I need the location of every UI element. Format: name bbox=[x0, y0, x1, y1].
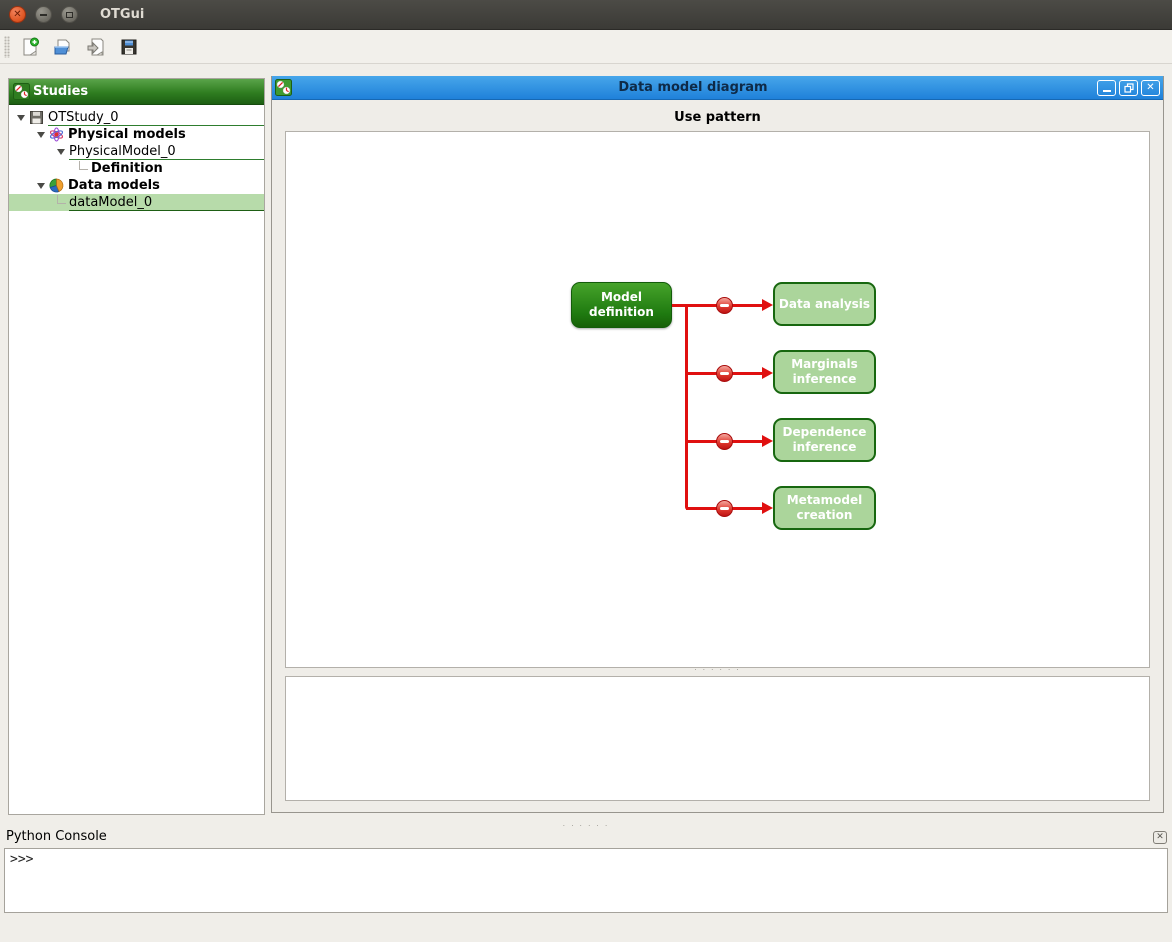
mdi-minimize-button[interactable] bbox=[1097, 79, 1116, 96]
connector-arrowhead-icon bbox=[762, 367, 773, 379]
mdi-splitter-handle[interactable]: · · · · · · bbox=[694, 666, 741, 674]
use-pattern-heading: Use pattern bbox=[674, 110, 761, 125]
save-study-button[interactable] bbox=[115, 34, 143, 60]
connector-trunk-line bbox=[685, 304, 688, 510]
connector-arrowhead-icon bbox=[762, 299, 773, 311]
no-entry-icon[interactable] bbox=[716, 296, 733, 314]
atom-icon bbox=[49, 127, 64, 142]
tree-item-label: Definition bbox=[91, 161, 163, 176]
tree-branch-line bbox=[79, 161, 88, 170]
console-prompt: >>> bbox=[10, 852, 34, 867]
tree-item-datamodel[interactable]: dataModel_0 bbox=[9, 194, 264, 211]
save-icon bbox=[121, 39, 137, 54]
maximize-window-button[interactable] bbox=[61, 6, 78, 23]
expand-arrow-icon[interactable] bbox=[37, 131, 45, 138]
open-study-button[interactable] bbox=[49, 34, 77, 60]
diagram-node-data-analysis[interactable]: Data analysis bbox=[773, 282, 876, 326]
no-entry-icon[interactable] bbox=[716, 364, 733, 382]
expand-arrow-icon[interactable] bbox=[17, 114, 25, 121]
pie-chart-icon bbox=[49, 178, 64, 193]
studies-panel-header: Studies bbox=[9, 79, 264, 105]
diagram-node-marginals-inference[interactable]: Marginals inference bbox=[773, 350, 876, 394]
diagram-canvas: Model definition Data analysis Marginals… bbox=[285, 131, 1150, 668]
mdi-close-button[interactable]: ✕ bbox=[1141, 79, 1160, 96]
connector-arrowhead-icon bbox=[762, 435, 773, 447]
studies-panel: Studies OTStudy_0 Physical models P bbox=[8, 78, 265, 815]
expand-arrow-icon[interactable] bbox=[57, 148, 65, 155]
connector-arrowhead-icon bbox=[762, 502, 773, 514]
tree-item-label: Data models bbox=[68, 178, 160, 193]
import-python-script-button[interactable] bbox=[82, 34, 110, 60]
close-icon: ✕ bbox=[1146, 81, 1155, 93]
minimize-window-button[interactable] bbox=[35, 6, 52, 23]
document-import-icon bbox=[87, 38, 104, 55]
description-panel bbox=[285, 676, 1150, 801]
python-console-close-button[interactable]: ✕ bbox=[1153, 831, 1167, 844]
floppy-icon bbox=[30, 111, 43, 124]
diagram-node-metamodel-creation[interactable]: Metamodel creation bbox=[773, 486, 876, 530]
close-window-button[interactable]: ✕ bbox=[9, 6, 26, 23]
diagram-node-model-definition[interactable]: Model definition bbox=[571, 282, 672, 328]
tree-item-physicalmodel[interactable]: PhysicalModel_0 bbox=[9, 143, 264, 160]
tree-branch-line bbox=[57, 195, 66, 204]
tree-item-label: OTStudy_0 bbox=[48, 109, 119, 125]
tree-item-definition[interactable]: Definition bbox=[9, 160, 264, 177]
tree-item-label: dataModel_0 bbox=[69, 194, 153, 210]
data-model-diagram-window: Data model diagram ✕ Use pattern Model d… bbox=[271, 76, 1164, 813]
minimize-icon bbox=[40, 13, 47, 16]
tree-item-label: PhysicalModel_0 bbox=[69, 143, 176, 159]
diagram-node-dependence-inference[interactable]: Dependence inference bbox=[773, 418, 876, 462]
document-open-icon bbox=[54, 39, 70, 54]
window-title: OTGui bbox=[100, 7, 145, 22]
new-study-button[interactable] bbox=[16, 34, 44, 60]
toolbar bbox=[0, 30, 1172, 64]
python-console-title: Python Console bbox=[6, 829, 107, 844]
document-new-icon bbox=[23, 37, 39, 55]
mdi-restore-button[interactable] bbox=[1119, 79, 1138, 96]
python-console-input[interactable]: >>> bbox=[4, 848, 1168, 913]
tree-item-physical-models[interactable]: Physical models bbox=[9, 126, 264, 143]
toolbar-drag-handle[interactable] bbox=[4, 35, 10, 58]
restore-icon bbox=[1123, 82, 1134, 93]
minimize-icon bbox=[1102, 89, 1111, 92]
tree-item-data-models[interactable]: Data models bbox=[9, 177, 264, 194]
tree-item-label: Physical models bbox=[68, 127, 186, 142]
maximize-icon bbox=[66, 11, 73, 18]
no-entry-icon[interactable] bbox=[716, 499, 733, 517]
mdi-titlebar[interactable]: Data model diagram ✕ bbox=[272, 76, 1163, 100]
studies-tree: OTStudy_0 Physical models PhysicalModel_… bbox=[9, 105, 264, 211]
otgui-logo-icon bbox=[13, 83, 30, 100]
window-titlebar: ✕ OTGui bbox=[0, 0, 1172, 30]
mdi-window-title: Data model diagram bbox=[618, 80, 768, 95]
no-entry-icon[interactable] bbox=[716, 432, 733, 450]
otgui-logo-icon bbox=[275, 79, 292, 96]
studies-panel-title: Studies bbox=[33, 84, 89, 99]
tree-item-otstudy[interactable]: OTStudy_0 bbox=[9, 109, 264, 126]
expand-arrow-icon[interactable] bbox=[37, 182, 45, 189]
console-splitter-handle[interactable]: · · · · · · bbox=[562, 822, 610, 830]
